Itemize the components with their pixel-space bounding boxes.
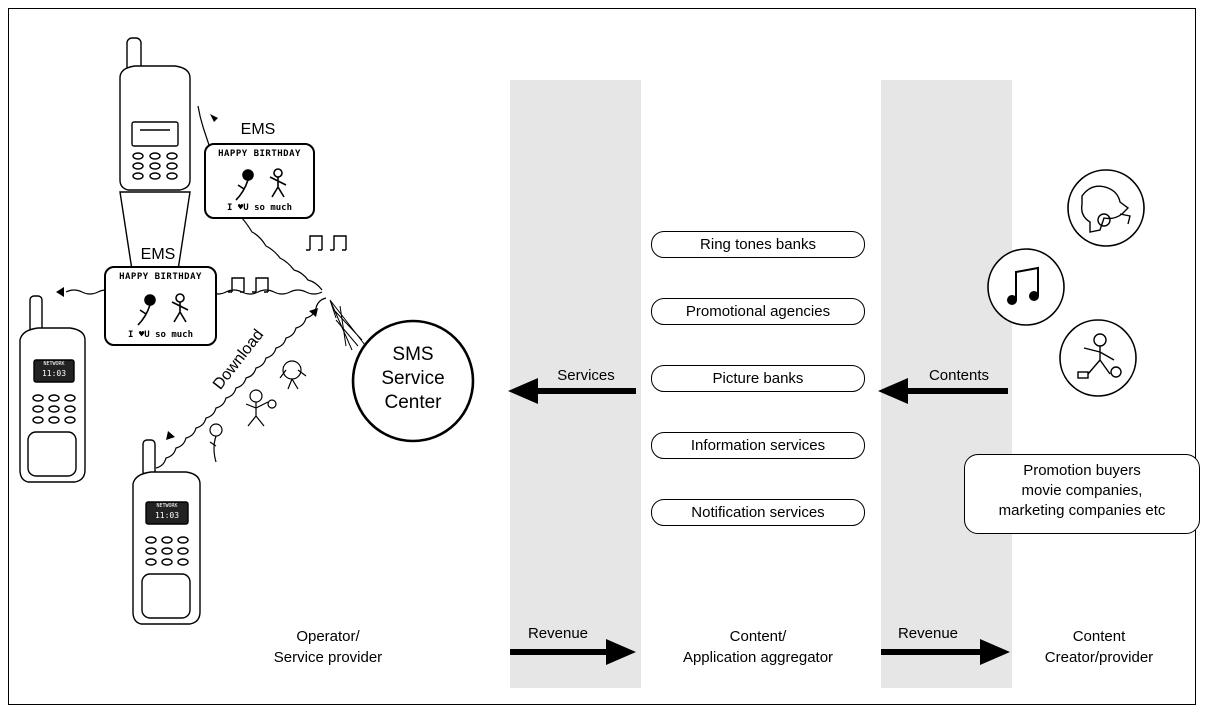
operator-label-line2: Service provider (273, 649, 383, 666)
figure-picture-icon (1059, 319, 1137, 397)
aggregator-item-picture-banks: Picture banks (651, 365, 865, 392)
ems-message-top: HAPPY BIRTHDAY I ♥U so much (204, 143, 315, 219)
creator-label-line1: Content (1072, 628, 1126, 645)
services-arrow (508, 378, 636, 404)
phone-bottom-screen-line2: 11:03 (154, 511, 180, 520)
aggregator-item-information: Information services (651, 432, 865, 459)
revenue-label-2: Revenue (897, 625, 959, 642)
antenna-tower-icon (329, 299, 366, 351)
aggregator-label-line2: Application aggregator (682, 649, 834, 666)
sms-center-line3: Center (384, 392, 442, 413)
promotion-line3: marketing companies etc (998, 502, 1166, 519)
ems-headline: HAPPY BIRTHDAY (218, 149, 301, 159)
phone-left-icon (19, 295, 86, 483)
revenue-label-1: Revenue (527, 625, 589, 642)
ems-footer: I ♥U so much (226, 203, 293, 213)
contents-label: Contents (928, 367, 990, 384)
ems-message-left: HAPPY BIRTHDAY I ♥U so much (104, 266, 217, 346)
ems-headline-left: HAPPY BIRTHDAY (119, 272, 202, 282)
sms-service-center-circle (351, 319, 475, 443)
ems-rose-figure-icon-left (137, 293, 189, 326)
aggregator-item-ring-tones: Ring tones banks (651, 231, 865, 258)
phone-top-icon (119, 37, 191, 271)
dog-picture-icon (1067, 169, 1145, 247)
services-label: Services (557, 367, 615, 384)
aggregator-item-notification: Notification services (651, 499, 865, 526)
contents-arrow (878, 378, 1008, 404)
ems-footer-left: I ♥U so much (127, 330, 194, 340)
revenue-arrow-1 (510, 639, 636, 665)
revenue-arrow-2 (881, 639, 1010, 665)
phone-left-screen-line2: 11:03 (41, 369, 67, 378)
ems-label-left: EMS (140, 246, 176, 263)
promotion-line2: movie companies, (1021, 482, 1143, 499)
sms-center-line1: SMS (392, 344, 434, 365)
wave-download (155, 307, 317, 469)
music-note-circle-icon (987, 248, 1065, 326)
music-notes-icon (228, 235, 347, 293)
phone-bottom-icon (132, 439, 201, 625)
aggregator-label-line1: Content/ (729, 628, 787, 645)
phone-left-screen-line1: NETWORK (43, 361, 65, 367)
sms-center-line2: Service (381, 368, 445, 389)
download-pictures-icon (209, 360, 307, 463)
aggregator-item-promotional: Promotional agencies (651, 298, 865, 325)
promotion-line1: Promotion buyers (1023, 462, 1141, 479)
operator-label-line1: Operator/ (296, 628, 360, 645)
ems-label-top: EMS (240, 121, 276, 138)
promotion-buyers-box: Promotion buyers movie companies, market… (964, 454, 1200, 534)
ems-rose-figure-icon (235, 168, 287, 201)
phone-bottom-screen-line1: NETWORK (156, 503, 178, 509)
diagram-frame (8, 8, 1196, 705)
creator-label-line2: Creator/provider (1044, 649, 1154, 666)
